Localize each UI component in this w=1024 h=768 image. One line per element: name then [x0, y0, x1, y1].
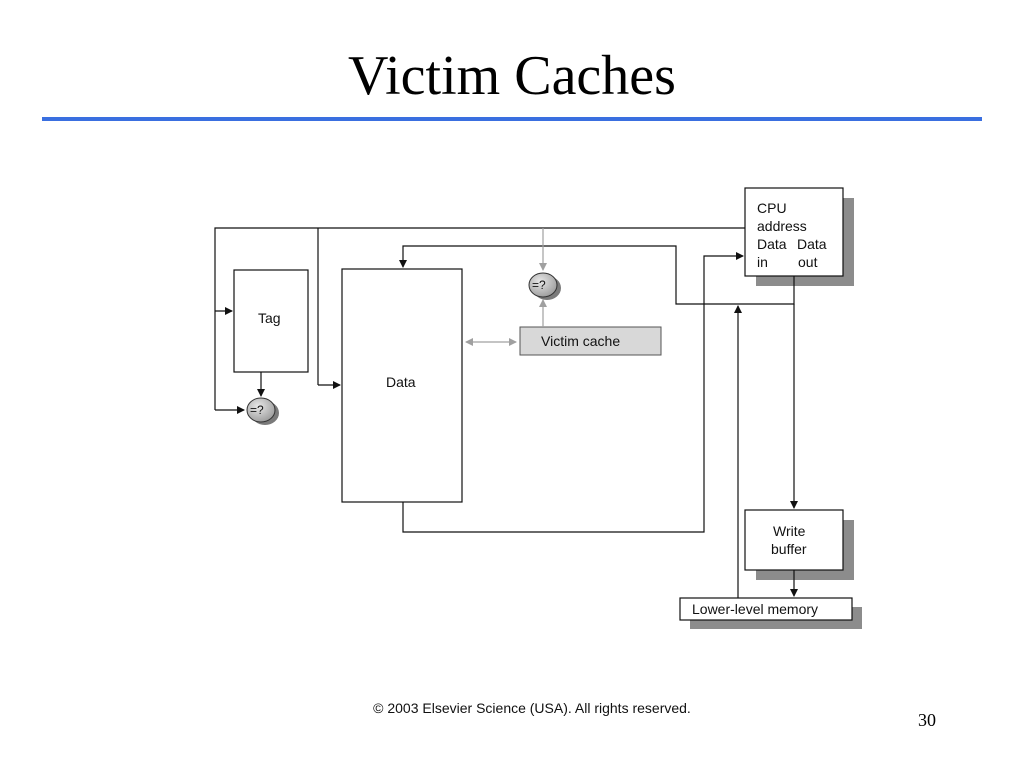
cpu-data-out-label-1: Data: [797, 236, 827, 252]
title-rule: [42, 117, 982, 121]
data-in-bus: [399, 245, 795, 305]
slide-title: Victim Caches: [348, 45, 676, 107]
cpu-box: [744, 187, 844, 277]
cpu-data-out-label-2: out: [798, 254, 818, 270]
data-label: Data: [386, 374, 416, 390]
tag-box: [233, 269, 309, 373]
lower-memory-label: Lower-level memory: [692, 601, 819, 617]
data-out-bus: [402, 252, 744, 533]
cpu-address-label: address: [757, 218, 807, 234]
copyright-notice: © 2003 Elsevier Science (USA). All right…: [373, 700, 691, 716]
address-bus-line: [214, 227, 745, 410]
cpu-data-in-label-1: Data: [757, 236, 787, 252]
victim-compare-node: [528, 272, 558, 298]
cpu-label: CPU: [757, 200, 787, 216]
write-buffer-label-2: buffer: [771, 541, 807, 557]
cpu-data-in-label-2: in: [757, 254, 768, 270]
data-box: [341, 268, 463, 503]
tag-label: Tag: [258, 310, 281, 326]
page-number: 30: [918, 710, 936, 730]
tag-compare-label: =?: [250, 403, 264, 417]
write-buffer-box: [744, 509, 844, 571]
victim-cache-box: [519, 326, 662, 356]
tag-compare-node: [246, 397, 276, 423]
lower-memory-box: [679, 597, 853, 621]
victim-compare-label: =?: [532, 278, 546, 292]
victim-cache-label: Victim cache: [541, 333, 621, 349]
write-buffer-label-1: Write: [773, 523, 806, 539]
